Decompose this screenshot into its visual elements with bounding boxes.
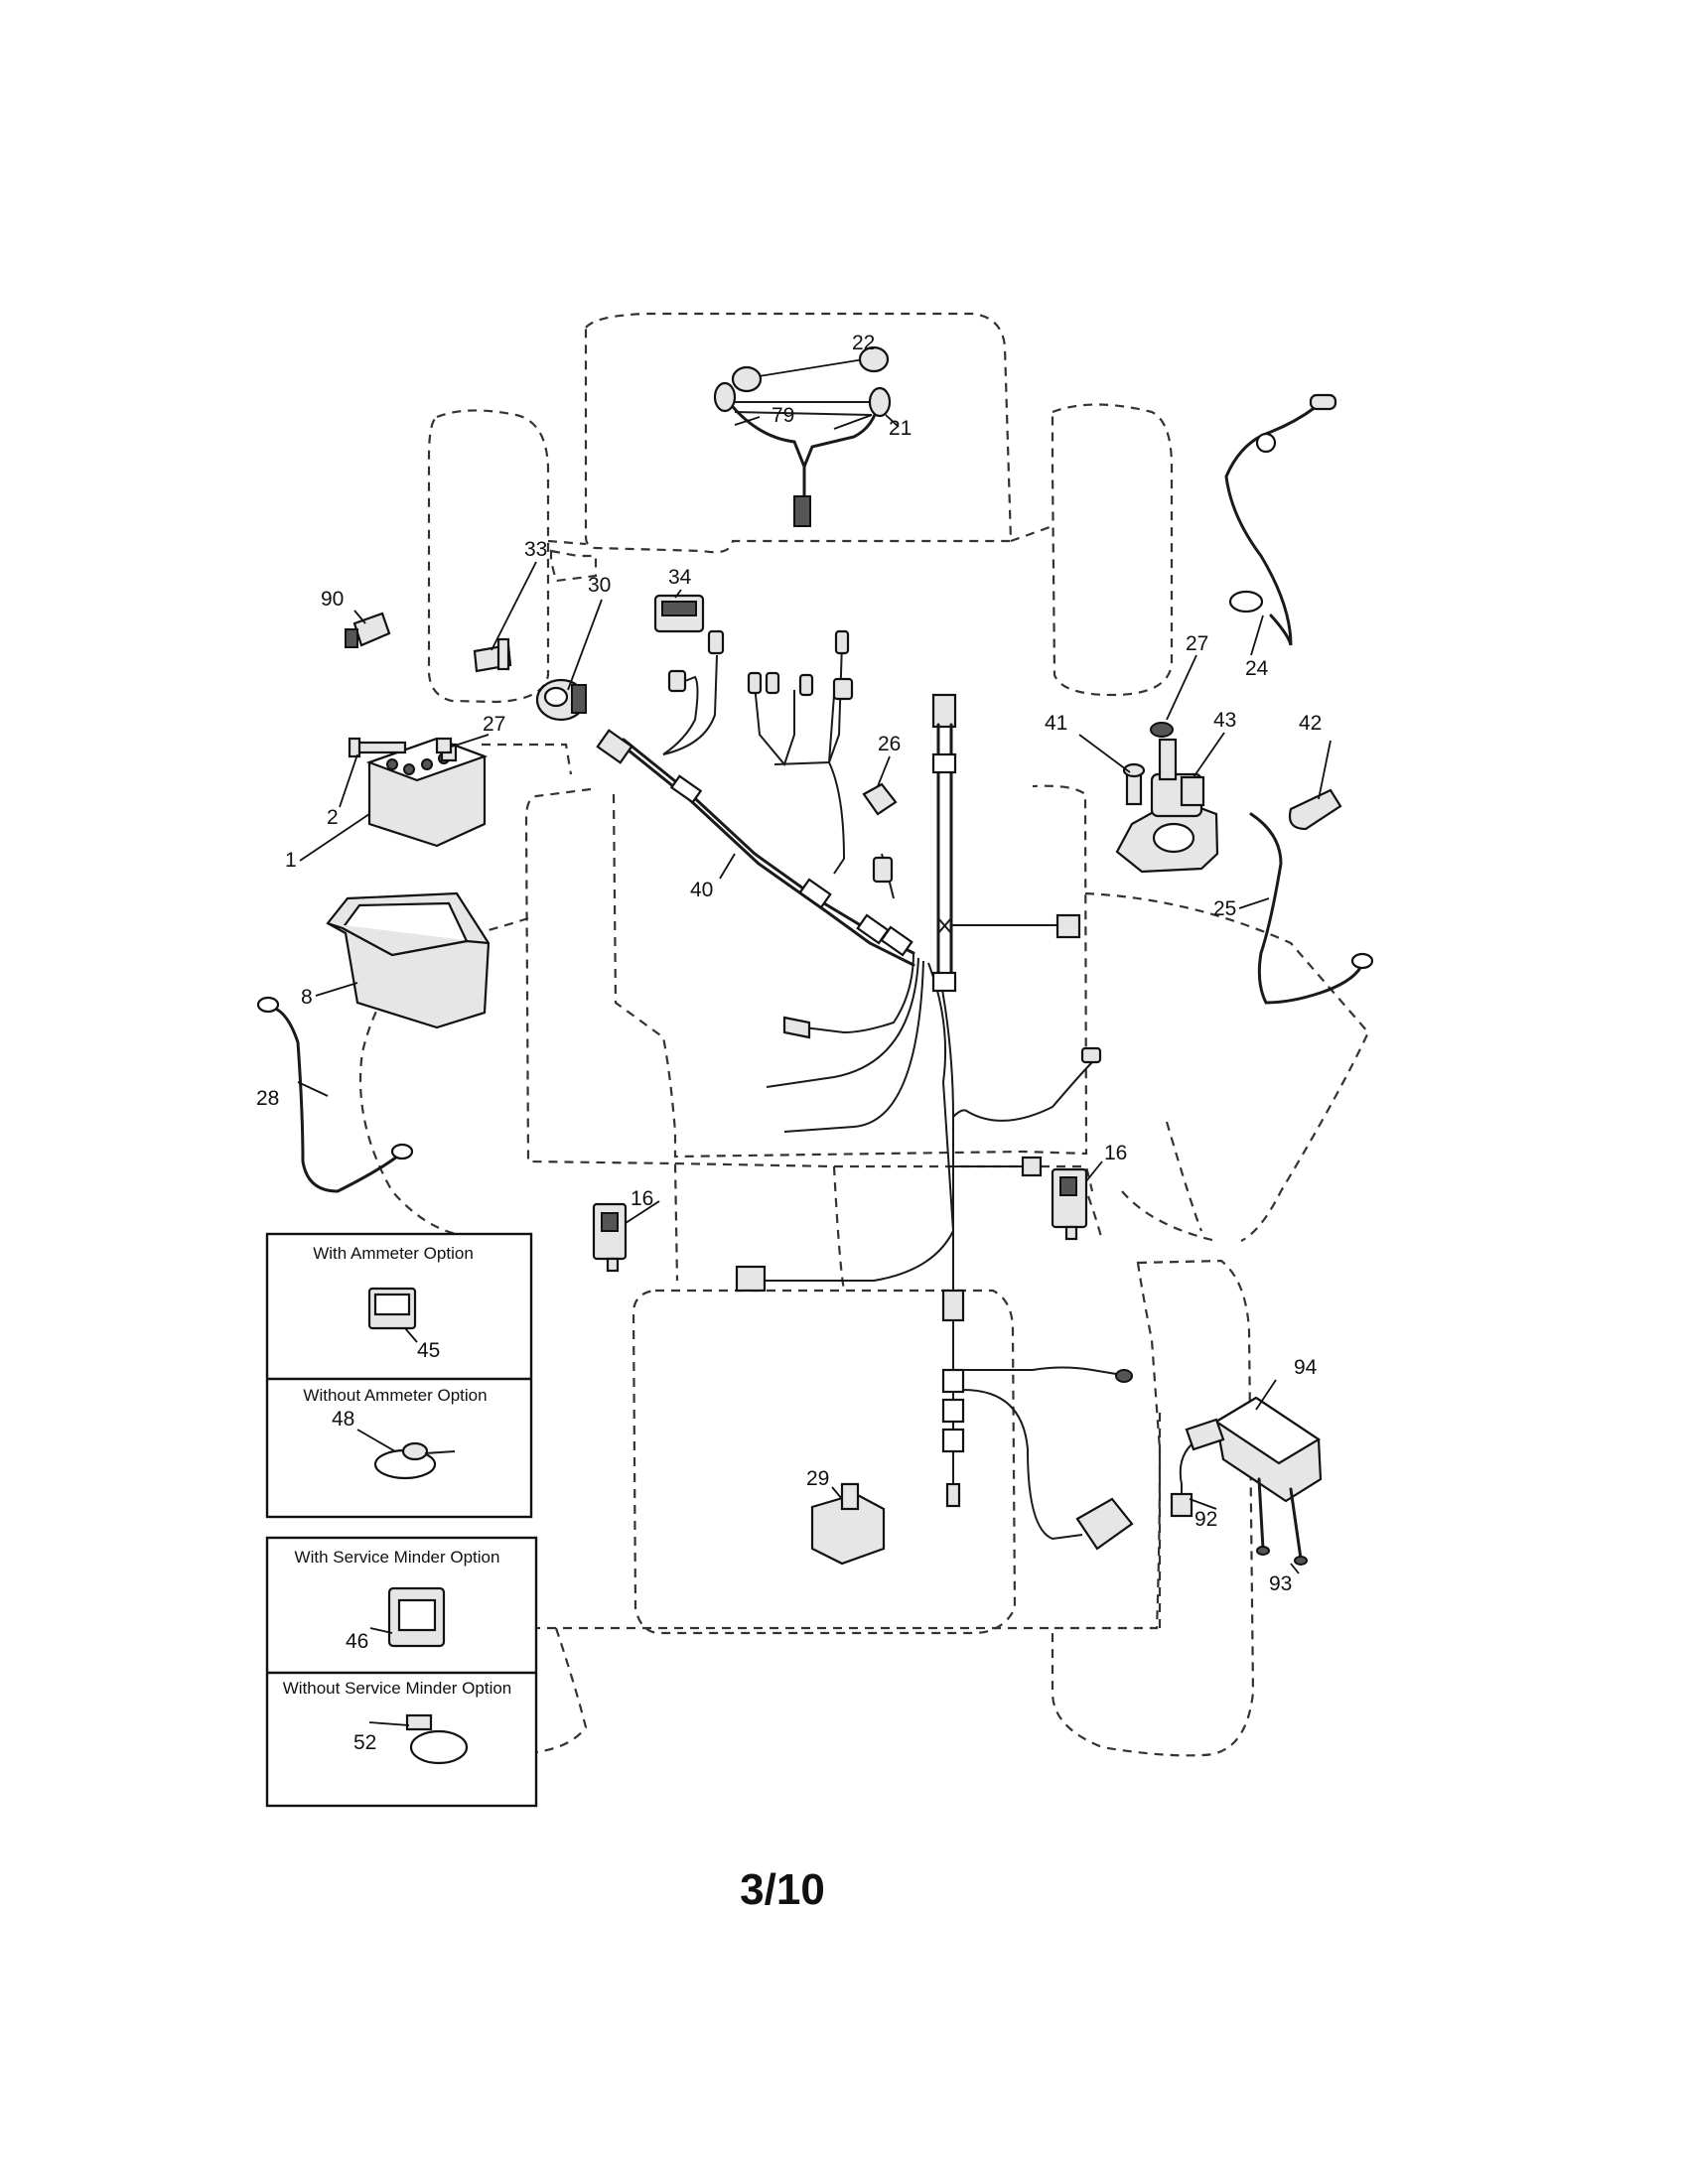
callout-27-solenoid: 27 [1186, 632, 1208, 655]
callout-34: 34 [668, 566, 692, 589]
callout-90: 90 [321, 588, 344, 611]
plug-52 [405, 1713, 469, 1765]
ground-cable-25 [1249, 812, 1374, 1005]
ground-cable-28 [256, 996, 414, 1193]
callout-42: 42 [1299, 712, 1322, 735]
seat-switch-left [592, 1202, 628, 1273]
callout-25: 25 [1213, 897, 1236, 920]
callout-33: 33 [524, 538, 547, 561]
callout-21: 21 [889, 417, 912, 440]
starter-solenoid [1115, 722, 1219, 874]
boot-42 [1288, 788, 1342, 831]
main-wire-harness [596, 629, 1102, 1293]
ammeter-45 [367, 1287, 417, 1330]
ignition-switch-30 [535, 678, 587, 722]
battery-tray [326, 891, 491, 1029]
callout-41: 41 [1045, 712, 1067, 735]
connector-92 [1170, 1418, 1225, 1518]
callout-labels: 1 2 8 16 16 21 22 24 25 26 27 27 28 29 3… [256, 332, 1322, 1754]
leader-lines [297, 561, 1332, 1726]
callout-24: 24 [1245, 657, 1269, 680]
callout-28: 28 [256, 1087, 279, 1110]
callout-22: 22 [852, 332, 875, 354]
ignition-key-33 [473, 637, 512, 673]
switch-34 [653, 594, 705, 633]
callout-48: 48 [332, 1408, 354, 1431]
headlight-bulb-right [858, 345, 892, 418]
callout-40: 40 [690, 879, 713, 901]
headlight-bulb-left [713, 365, 763, 413]
callout-27-battery: 27 [483, 713, 505, 736]
battery-cable-positive [1224, 393, 1337, 646]
without-service-minder-option-title: Without Service Minder Option [283, 1679, 512, 1698]
callout-45: 45 [417, 1339, 440, 1362]
callout-29: 29 [806, 1467, 829, 1490]
with-service-minder-option-title: With Service Minder Option [295, 1548, 500, 1567]
plug-48 [373, 1441, 456, 1480]
bolt-2 [348, 737, 407, 758]
page-number: 3/10 [740, 1865, 825, 1914]
callout-26: 26 [878, 733, 901, 755]
with-ammeter-option-title: With Ammeter Option [313, 1244, 474, 1263]
relay-26 [862, 782, 898, 816]
without-ammeter-option-title: Without Ammeter Option [303, 1386, 487, 1405]
callout-43: 43 [1213, 709, 1236, 732]
harness-extension [931, 693, 1134, 1551]
tractor-outline [358, 312, 1370, 1757]
screws-93 [1256, 1477, 1308, 1566]
nut-27-battery [435, 737, 453, 754]
plug-90 [345, 612, 391, 648]
callout-2: 2 [327, 806, 339, 829]
seat-switch-right [1051, 1167, 1088, 1241]
callout-16-right: 16 [1104, 1142, 1127, 1164]
ammeter-option-box [265, 1232, 533, 1519]
callout-79: 79 [772, 404, 794, 427]
module-94 [1213, 1396, 1323, 1503]
battery [365, 737, 489, 848]
callout-94: 94 [1294, 1356, 1318, 1379]
service-minder-option-box [265, 1536, 538, 1808]
callout-8: 8 [301, 986, 313, 1009]
service-minder-46 [387, 1586, 446, 1648]
callout-52: 52 [353, 1731, 376, 1754]
pto-switch-29 [810, 1482, 886, 1566]
callout-30: 30 [588, 574, 611, 597]
callout-1: 1 [285, 849, 297, 872]
callout-46: 46 [346, 1630, 368, 1653]
callout-92: 92 [1194, 1508, 1217, 1531]
bolt-41 [1122, 762, 1146, 806]
callout-93: 93 [1269, 1572, 1292, 1595]
callout-16-left: 16 [631, 1187, 653, 1210]
